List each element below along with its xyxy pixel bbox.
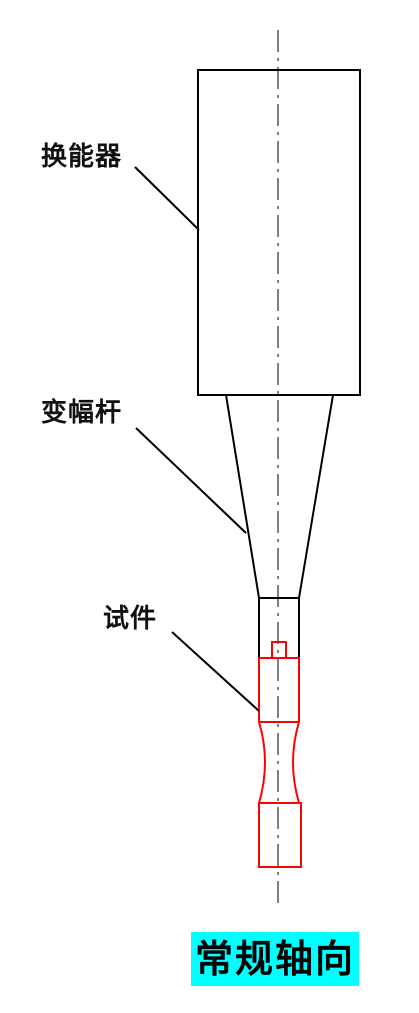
- specimen-shape: [258, 641, 302, 868]
- diagram-caption: 常规轴向: [191, 932, 360, 986]
- horn-tip: [258, 597, 300, 659]
- specimen-label: 试件: [103, 604, 158, 634]
- horn-label: 变幅杆: [41, 398, 123, 428]
- specimen-outline: [258, 657, 302, 868]
- horn-body: [224, 394, 335, 599]
- transducer-label: 换能器: [41, 142, 123, 172]
- caption-text: 常规轴向: [195, 937, 356, 981]
- transducer-body: [197, 69, 361, 396]
- transducer-leader-line: [134, 166, 200, 231]
- horn-leader-line: [135, 427, 247, 534]
- specimen-stud: [271, 641, 287, 659]
- specimen-leader-line: [171, 631, 260, 712]
